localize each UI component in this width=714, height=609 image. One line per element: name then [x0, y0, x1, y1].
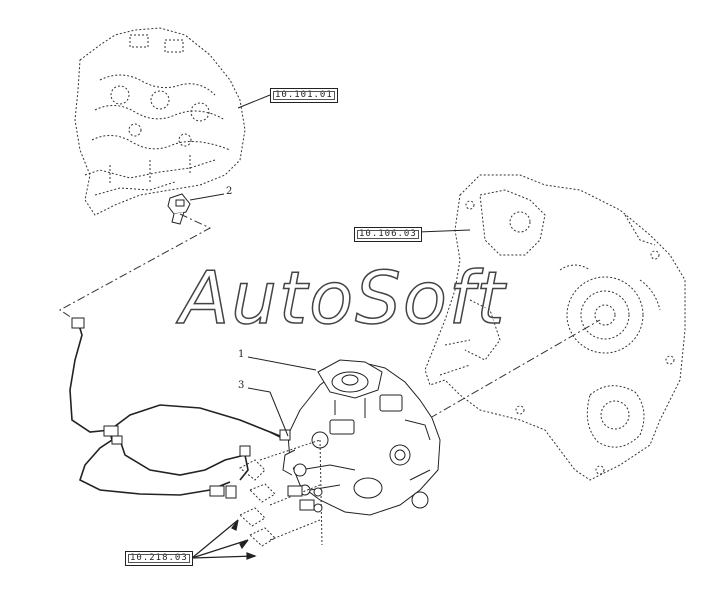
ref-box-fittings: 10.218.03: [125, 551, 193, 566]
temperature-sensor: [167, 193, 191, 225]
watermark-logo: AutoSoft: [179, 256, 507, 340]
leader-line-3: [247, 387, 271, 393]
connection-line-sensor: [59, 213, 212, 323]
harness-connectors: [71, 317, 291, 499]
ref-box-timing-cover: 10.106.03: [354, 227, 422, 242]
fittings-solid: [287, 485, 323, 513]
leader-line-cylinder-head: [237, 94, 271, 109]
cylinder-head: [74, 27, 246, 216]
leader-line-2: [189, 193, 225, 201]
leader-line-1: [247, 356, 317, 371]
wiring-harness: [69, 321, 291, 496]
leader-line-timing-cover: [417, 229, 471, 233]
leader-line-3b: [269, 391, 289, 437]
connection-line-pump: [429, 319, 601, 419]
leader-lines-fittings: [191, 519, 257, 560]
callout-3: 3: [238, 380, 245, 391]
ref-box-cylinder-head: 10.101.01: [270, 88, 338, 103]
timing-cover: [424, 174, 686, 481]
callout-2: 2: [226, 186, 233, 197]
injection-pump: [282, 359, 441, 516]
callout-1: 1: [238, 349, 245, 360]
